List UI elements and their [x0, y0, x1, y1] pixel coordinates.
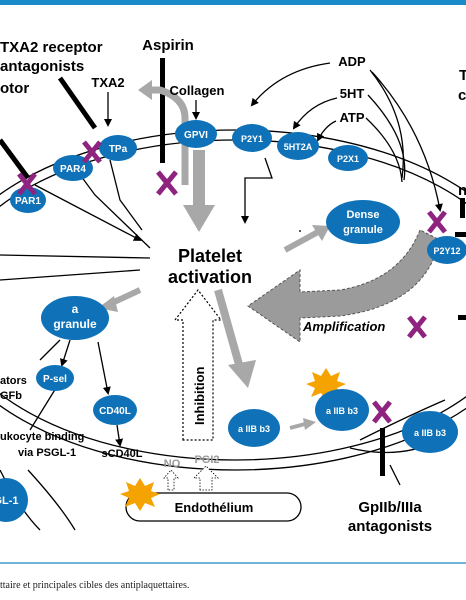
p2y1-label: P2Y1	[241, 134, 263, 144]
pgi2-label: PGI2	[194, 454, 219, 466]
endothelium-label: Endothélium	[175, 500, 254, 515]
x-mark-tpa	[82, 140, 102, 164]
tpa-receptor	[99, 135, 137, 161]
par4-label: PAR4	[60, 164, 86, 175]
right-clipped-label-3: n	[458, 182, 466, 199]
receptors	[0, 120, 466, 522]
gpvi-label: GPVI	[184, 130, 208, 141]
integrin-active-label: a IIB b3	[326, 406, 358, 416]
integrin-shift-arrow	[289, 422, 306, 430]
integrin-right-label: a IIB b3	[414, 428, 446, 438]
right-clipped-label-2: c	[458, 87, 466, 104]
p2y12-label: P2Y12	[433, 246, 460, 256]
dense-granule-label-1: Dense	[346, 209, 379, 221]
p2y12-antagonist-bar	[455, 232, 466, 237]
amplification-arrow	[247, 229, 441, 343]
leukocyte-binding-label-2: via PSGL-1	[18, 447, 76, 459]
txa2-feedback-arrowhead	[138, 80, 152, 100]
cd40l-label: CD40L	[99, 406, 131, 417]
gpvi-receptor	[175, 120, 217, 148]
par1-label: PAR1	[15, 196, 41, 207]
to-integrin-head	[228, 360, 256, 388]
txa2-feedback-arrow	[148, 86, 189, 185]
x-mark-amplification	[407, 315, 427, 339]
psgl1	[0, 478, 28, 522]
right-bar-upper	[460, 198, 465, 218]
dense-granule-label-2: granule	[343, 224, 383, 236]
par-antagonist-bar	[0, 138, 31, 180]
aspirin-label: Aspirin	[142, 37, 194, 54]
no-label: NO	[164, 458, 181, 470]
integrin-resting	[228, 409, 280, 447]
gpiib-antagonist-bar	[380, 428, 385, 476]
gpvi-activation-shaft	[193, 150, 205, 205]
gpvi-activation-head	[183, 205, 215, 232]
gpiib-antagonists-label-1: GpIIb/IIIa	[358, 499, 422, 516]
alpha-granule	[41, 296, 109, 340]
no-arrow	[163, 469, 179, 491]
platelet-activation-line2: activation	[168, 267, 252, 287]
mediators-label-1: ators	[0, 375, 27, 387]
5ht2a-label: 5HT2A	[284, 142, 313, 152]
cd40l	[93, 395, 137, 425]
collagen-label: Collagen	[170, 83, 225, 98]
integrin-shift-head	[303, 418, 316, 430]
inhibition-marks	[17, 140, 447, 424]
atp-label: ATP	[339, 110, 364, 125]
aspirin-bar	[160, 58, 165, 163]
par4-receptor	[53, 155, 93, 181]
p2y12-receptor	[427, 236, 466, 264]
burst-endothelium	[120, 478, 160, 511]
txa2-label: TXA2	[91, 75, 124, 90]
5ht2a-receptor	[277, 132, 319, 160]
figure-caption: ttaire et principales cibles des antipla…	[0, 580, 190, 591]
psgl1-label: GL-1	[0, 495, 19, 507]
to-alpha-shaft	[110, 287, 142, 306]
p2x1-receptor	[328, 145, 368, 171]
dense-granule	[326, 200, 400, 244]
to-dense-shaft	[283, 229, 320, 253]
inhibition-label: Inhibition	[192, 366, 207, 425]
alpha-granule-label-1: a	[72, 302, 79, 316]
right-bar-lower	[458, 315, 466, 320]
integrin-active	[315, 389, 369, 431]
left-antagonist-label: otor	[0, 80, 29, 97]
mediators-label-2: GFb	[0, 390, 22, 402]
platelet-activation-line1: Platelet	[178, 246, 242, 266]
amplification-label: Amplification	[302, 319, 385, 334]
to-dense-head	[312, 225, 330, 241]
right-clipped-label-1: T	[459, 67, 466, 84]
adp-label: ADP	[338, 54, 366, 69]
endothelium-box	[125, 492, 302, 522]
platelet-membrane-outer	[0, 129, 466, 471]
x-mark-par1	[17, 172, 37, 196]
x-mark-aspirin	[156, 170, 178, 196]
pselectin-label: P-sel	[43, 374, 67, 385]
x-mark-p2y12	[427, 210, 447, 234]
leukocyte-binding-label-1: ukocyte binding	[0, 431, 84, 443]
txa2-antagonist-bar	[57, 76, 98, 130]
tpa-label: TPa	[109, 144, 128, 155]
integrin-resting-label: a IIB b3	[238, 424, 270, 434]
top-rule	[0, 0, 466, 5]
5ht-label: 5HT	[340, 86, 365, 101]
scd40l-label: sCD40L	[102, 448, 143, 460]
p2x1-label: P2X1	[337, 154, 359, 164]
gpiib-antagonists-label-2: antagonists	[348, 518, 432, 535]
txa2-antagonists-label-1: TXA2 receptor	[0, 39, 103, 56]
pgi2-arrow	[193, 465, 219, 491]
to-integrin-shaft	[214, 288, 244, 370]
txa2-antagonists-label-2: antagonists	[0, 58, 84, 75]
p2y1-receptor	[232, 124, 272, 152]
inhibition-arrow	[173, 289, 223, 441]
x-mark-gpiib	[372, 400, 392, 424]
alpha-granule-label-2: granule	[53, 317, 97, 331]
integrin-right	[402, 411, 458, 453]
pselectin	[36, 365, 74, 391]
